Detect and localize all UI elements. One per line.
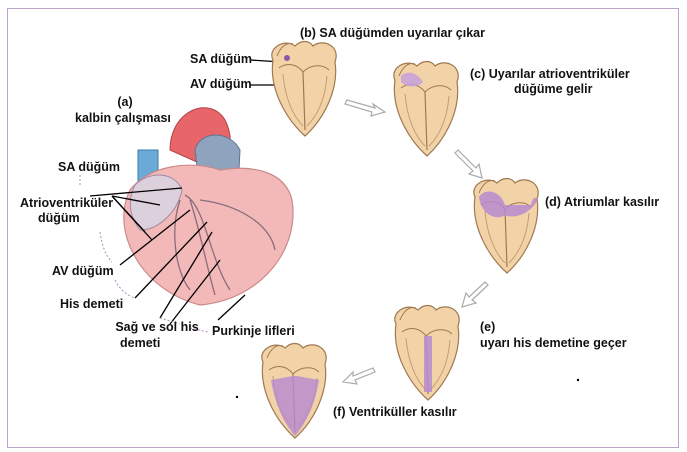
caption-f: (f) Ventriküller kasılır bbox=[333, 405, 457, 419]
label-b-sa-node: SA düğüm bbox=[190, 52, 253, 66]
caption-d: (d) Atriumlar kasılır bbox=[545, 195, 660, 209]
frame-border bbox=[7, 8, 679, 448]
heart-c bbox=[393, 60, 459, 157]
caption-b: (b) SA düğümden uyarılar çıkar bbox=[300, 26, 485, 40]
caption-c-line1: (c) Uyarılar atrioventriküler bbox=[470, 67, 630, 81]
big-heart-illustration bbox=[123, 107, 294, 306]
heart-f bbox=[261, 342, 327, 439]
heart-d bbox=[473, 177, 539, 274]
caption-e-line2: uyarı his demetine geçer bbox=[480, 336, 627, 350]
caption-e-line1: (e) bbox=[480, 320, 496, 334]
title-a: (a) bbox=[117, 95, 133, 109]
label-bundle-branches-2: demeti bbox=[120, 336, 161, 350]
heart-b bbox=[271, 40, 337, 137]
label-his-bundle: His demeti bbox=[60, 297, 124, 311]
label-av-node: AV düğüm bbox=[52, 264, 114, 278]
label-purkinje: Purkinje lifleri bbox=[212, 324, 295, 338]
heart-e bbox=[394, 304, 460, 401]
leader-lines bbox=[89, 59, 290, 325]
label-b-av-node: AV düğüm bbox=[190, 77, 252, 91]
subtitle-a: kalbin çalışması bbox=[75, 111, 171, 125]
flow-arrows bbox=[341, 99, 489, 385]
label-av-node-line2: düğüm bbox=[38, 211, 80, 225]
label-sa-node: SA düğüm bbox=[58, 160, 121, 174]
label-bundle-branches-1: Sağ ve sol his bbox=[115, 320, 199, 334]
caption-c-line2: düğüme gelir bbox=[514, 82, 593, 96]
label-av-node-line1: Atrioventriküler bbox=[20, 196, 114, 210]
